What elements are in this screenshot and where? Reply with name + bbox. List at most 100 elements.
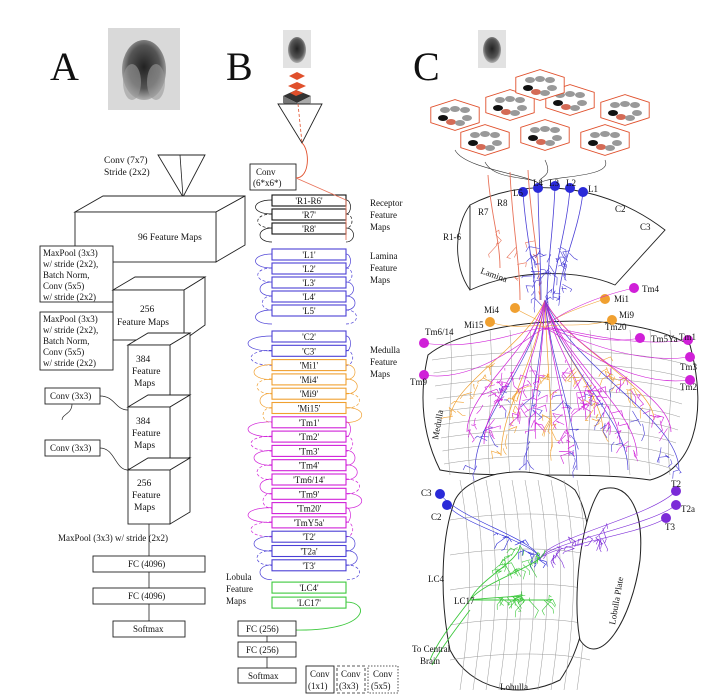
lower-neuron-branch (555, 550, 560, 559)
lobula-neuron-branch (516, 568, 522, 577)
cell-label: Mi15 (464, 320, 484, 330)
receptor-axon-branch (517, 262, 527, 268)
lower-neuron-branch (518, 550, 524, 560)
lower-neuron-branch (539, 559, 548, 567)
lamina-neuron-branch (560, 247, 567, 258)
lamina-neuron-branch (561, 287, 567, 290)
medulla-neuron-branch (588, 399, 600, 406)
connector-right (345, 227, 354, 243)
lamina-neuron-branch (555, 258, 560, 263)
medulla-neuron-branch (577, 396, 584, 411)
connector-left (256, 378, 273, 395)
lamina-neuron-branch (564, 273, 566, 280)
medulla-neuron-branch (552, 413, 563, 430)
connector-right (345, 213, 353, 229)
medulla-blue-neuron-branch (526, 459, 535, 470)
medulla-blue-neuron-branch (570, 434, 579, 450)
medulla-blue-neuron-branch (534, 388, 541, 397)
cell-label: L5 (513, 188, 523, 198)
kernel-diamond (283, 72, 311, 110)
medulla-neuron-branch (584, 409, 594, 421)
rhabdomere (492, 140, 502, 146)
lobula-neuron-branch (536, 551, 540, 556)
medulla-neuron-branch (477, 378, 483, 384)
rhabdomere (515, 97, 525, 103)
feature-map-label: 'Tm3' (299, 446, 320, 456)
medulla-layer-line (433, 364, 687, 379)
lobula-layer-line (449, 653, 591, 661)
medulla-neuron-branch (619, 377, 629, 386)
medulla-blue-neuron-branch (527, 441, 531, 445)
lamina-neuron-branch (560, 250, 566, 265)
svg-text:Maps: Maps (134, 441, 155, 451)
lobula-neuron-branch (519, 545, 525, 556)
medulla-neuron-branch (551, 388, 559, 400)
medulla-neuron-branch (511, 377, 518, 390)
medulla-neuron-branch (588, 386, 597, 398)
medulla-neuron-branch (583, 385, 592, 388)
lower-neuron (539, 504, 677, 561)
rhabdomere (610, 132, 620, 138)
cell-label: Tm2 (680, 382, 697, 392)
lobula-neuron (469, 544, 521, 601)
connector-left (250, 435, 273, 452)
cell-process (544, 287, 635, 331)
ommatidium (460, 124, 510, 156)
medulla-blue-neuron (474, 299, 546, 471)
panel-c: C Lamina Medulla Lobulla Lobulla Plate (410, 30, 699, 692)
lamina-neuron-branch (532, 279, 541, 288)
medulla-neuron-branch (571, 407, 582, 422)
rhabdomere (528, 135, 538, 141)
medulla-neuron-branch (512, 413, 520, 417)
lobula-neuron-branch (514, 568, 519, 577)
connector-left (262, 407, 273, 423)
rhabdomere (510, 110, 520, 116)
connector-right (345, 309, 357, 325)
svg-text:Conv: Conv (310, 669, 330, 679)
lobula-neuron-branch (491, 568, 499, 574)
ommatidium (430, 99, 480, 131)
cell-label: R1-6 (443, 232, 462, 242)
panel-c-letter: C (413, 44, 440, 89)
rhabdomere (485, 145, 495, 151)
medulla-neuron-branch (605, 367, 614, 382)
medulla-blue-neuron-branch (480, 435, 489, 438)
lobula-neuron-branch (543, 599, 557, 606)
svg-text:Feature: Feature (132, 491, 161, 501)
medulla-neuron (544, 299, 587, 421)
connector-left (259, 281, 273, 297)
lamina-neuron-branch (540, 268, 549, 276)
lamina-neuron-branch (549, 265, 555, 277)
rhabdomere (540, 90, 550, 96)
feature-map-label: 'Mi4' (300, 375, 319, 385)
cell-label: Mi9 (619, 310, 635, 320)
medulla-blue-neuron-branch (594, 415, 602, 431)
medulla-neuron-branch (490, 425, 501, 430)
medulla-blue-neuron-branch (568, 451, 575, 457)
rhabdomere (610, 102, 620, 108)
svg-text:Maps: Maps (134, 379, 155, 389)
cell-label: C2 (615, 204, 626, 214)
axon-bundle (484, 161, 541, 186)
medulla-blue-neuron-branch (667, 459, 673, 467)
receptor-axon-branch (495, 229, 500, 235)
rhabdomere (531, 89, 541, 95)
lamina-neuron-branch (526, 252, 540, 262)
receptor-axon-branch (495, 234, 502, 245)
lobula-column-line (537, 479, 548, 691)
lamina-neuron-branch (548, 271, 558, 286)
svg-text:MaxPool (3x3): MaxPool (3x3) (43, 248, 98, 258)
cell-label: R7 (478, 207, 489, 217)
svg-text:Feature: Feature (370, 210, 397, 220)
rhabdomere (570, 105, 580, 111)
medulla-neuron-branch (564, 360, 567, 363)
lobula-neuron-branch (503, 562, 512, 579)
medulla-neuron-branch (600, 356, 614, 362)
fly-image-b (283, 30, 311, 68)
feature-map-label: 'R1-R6' (295, 196, 323, 206)
lamina-neuron-branch (525, 285, 534, 293)
rhabdomere (575, 92, 585, 98)
feature-map-label: 'Tm9' (299, 489, 320, 499)
medulla-blue-neuron-branch (474, 435, 488, 441)
connector-right (345, 521, 354, 538)
